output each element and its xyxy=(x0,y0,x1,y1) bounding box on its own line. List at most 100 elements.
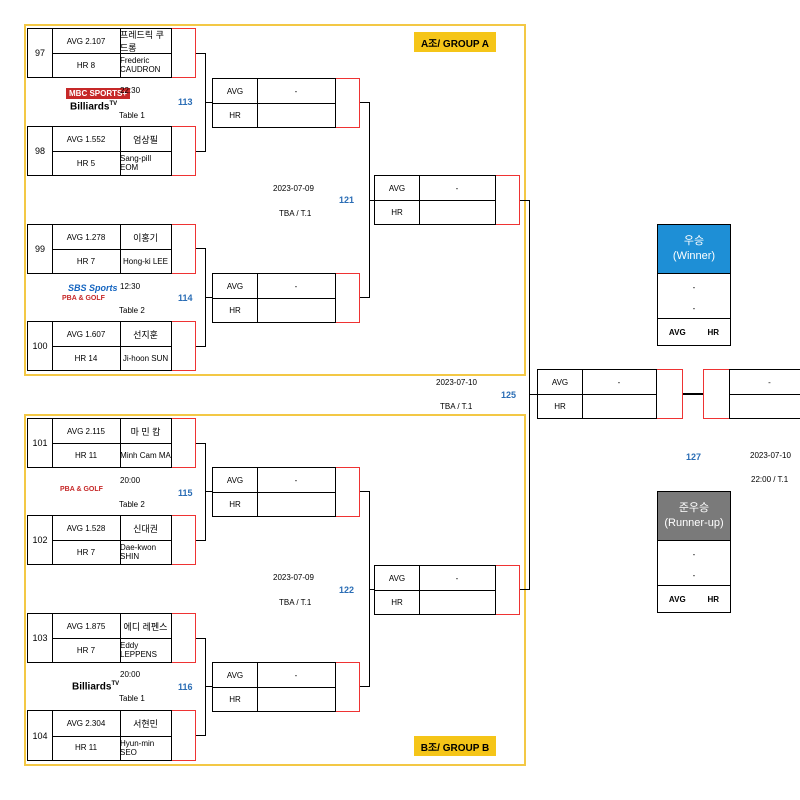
runner-up-name-slot-2: - xyxy=(692,570,696,580)
player-slot-hr xyxy=(419,200,495,224)
player-box-102[interactable]: 102 AVG 1.528 HR 7 신대권 Dae-kwon SHIN xyxy=(27,515,172,565)
player-korean-name: 프레드릭 쿠드롱 xyxy=(120,29,171,54)
tv-superscript: TV xyxy=(111,681,120,687)
player-box-103[interactable]: 103 AVG 1.875 HR 7 에디 레펜스 Eddy LEPPENS xyxy=(27,613,172,663)
player-box-104[interactable]: 104 AVG 2.304 HR 11 서현민 Hyun-min SEO xyxy=(27,710,172,761)
billiards-tv-logo: BilliardsTV xyxy=(70,101,117,112)
bracket-tab xyxy=(336,467,360,517)
player-slot: - xyxy=(257,274,335,299)
hr-label: HR xyxy=(538,394,583,418)
player-korean-name: 이홍기 xyxy=(120,225,171,250)
match-box-121[interactable]: AVG HR - xyxy=(374,175,496,225)
match-date: 2023-07-09 xyxy=(273,573,314,582)
player-seed: 103 xyxy=(28,614,53,662)
match-id-115: 115 xyxy=(178,488,193,498)
player-slot-hr xyxy=(257,298,335,322)
bracket-tab xyxy=(172,28,196,78)
match-id-114: 114 xyxy=(178,293,193,303)
bracket-tab-left xyxy=(703,369,729,419)
match-id-116: 116 xyxy=(178,682,193,692)
avg-label: AVG xyxy=(375,566,420,591)
connector-line xyxy=(196,735,206,736)
runner-up-hr-label: HR xyxy=(707,594,720,604)
player-slot-hr xyxy=(257,103,335,127)
hr-label: HR xyxy=(213,103,258,127)
player-hr: HR 8 xyxy=(52,53,121,77)
connector-line xyxy=(205,686,214,687)
player-english-name: Hyun-min SEO xyxy=(120,738,155,757)
match-box-114[interactable]: AVG HR - xyxy=(212,273,336,323)
connector-line xyxy=(360,102,370,103)
runner-up-header: 준우승 (Runner-up) xyxy=(658,492,730,540)
player-slot-hr xyxy=(257,492,335,516)
player-box-97[interactable]: 97 AVG 2.107 HR 8 프레드릭 쿠드롱 Frederic CAUD… xyxy=(27,28,172,78)
final-opponent-box[interactable]: - xyxy=(729,369,800,419)
runner-up-box: 준우승 (Runner-up) - - AVG HR xyxy=(657,491,731,613)
player-box-98[interactable]: 98 AVG 1.552 HR 5 엄상필 Sang-pill EOM xyxy=(27,126,172,176)
player-slot: - xyxy=(257,79,335,104)
connector-line xyxy=(369,589,374,590)
connector-line xyxy=(529,200,530,590)
pba-golf-logo: PBA & GOLF xyxy=(62,295,105,302)
connector-line xyxy=(360,686,370,687)
connector-line xyxy=(196,638,206,639)
player-english-name: Eddy LEPPENS xyxy=(120,641,157,659)
match-date: 2023-07-09 xyxy=(273,184,314,193)
avg-label: AVG xyxy=(213,274,258,299)
player-slot: - xyxy=(257,663,335,688)
winner-box: 우승 (Winner) - - AVG HR xyxy=(657,224,731,346)
connector-line xyxy=(520,200,530,201)
player-slot: - xyxy=(730,370,800,395)
winner-avg-label: AVG xyxy=(668,327,686,337)
billiards-tv-logo: BilliardsTV xyxy=(72,681,119,692)
player-seed: 104 xyxy=(28,711,53,760)
match-id-122: 122 xyxy=(339,585,355,595)
bracket-tab xyxy=(172,321,196,371)
match-time: 12:30 xyxy=(120,282,141,291)
bracket-tab xyxy=(657,369,683,419)
connector-line xyxy=(196,346,206,347)
player-slot: - xyxy=(582,370,656,395)
player-seed: 102 xyxy=(28,516,53,564)
match-box-115[interactable]: AVG HR - xyxy=(212,467,336,517)
billiards-tv-text: Billiards xyxy=(72,681,112,693)
player-hr: HR 7 xyxy=(52,249,121,273)
connector-line xyxy=(205,443,206,541)
connector-line xyxy=(196,443,206,444)
match-id-125: 125 xyxy=(501,390,517,400)
player-avg: AVG 1.528 xyxy=(52,516,121,541)
match-table: Table 2 xyxy=(119,500,145,509)
player-avg: AVG 1.607 xyxy=(52,322,121,347)
player-seed: 97 xyxy=(28,29,53,77)
player-seed: 98 xyxy=(28,127,53,175)
match-time: 20:00 xyxy=(120,476,141,485)
avg-label: AVG xyxy=(213,468,258,493)
player-hr: HR 14 xyxy=(52,346,121,370)
player-avg: AVG 2.115 xyxy=(52,419,121,444)
player-box-99[interactable]: 99 AVG 1.278 HR 7 이홍기 Hong-ki LEE xyxy=(27,224,172,274)
bracket-tab xyxy=(172,613,196,663)
player-slot-hr xyxy=(730,394,800,418)
player-english-name: Minh Cam MA xyxy=(120,450,171,460)
hr-label: HR xyxy=(375,200,420,224)
connector-line xyxy=(205,102,214,103)
connector-line xyxy=(196,53,206,54)
player-english-name: Frederic CAUDRON xyxy=(120,56,161,74)
avg-label: AVG xyxy=(538,370,583,395)
connector-line xyxy=(205,297,214,298)
player-slot: - xyxy=(419,566,495,591)
match-box-122[interactable]: AVG HR - xyxy=(374,565,496,615)
match-table: Table 1 xyxy=(119,694,145,703)
match-id-113: 113 xyxy=(178,97,193,107)
player-english-name: Dae-kwon SHIN xyxy=(120,543,157,561)
connector-line xyxy=(369,200,374,201)
player-box-101[interactable]: 101 AVG 2.115 HR 11 마 민 캄 Minh Cam MA xyxy=(27,418,172,468)
match-box-113[interactable]: AVG HR - xyxy=(212,78,336,128)
bracket-tab xyxy=(172,126,196,176)
player-avg: AVG 1.875 xyxy=(52,614,121,639)
match-box-125[interactable]: AVG HR - xyxy=(537,369,657,419)
player-box-100[interactable]: 100 AVG 1.607 HR 14 선지훈 Ji-hoon SUN xyxy=(27,321,172,371)
match-box-116[interactable]: AVG HR - xyxy=(212,662,336,712)
winner-header: 우승 (Winner) xyxy=(658,225,730,273)
connector-line xyxy=(683,393,703,395)
